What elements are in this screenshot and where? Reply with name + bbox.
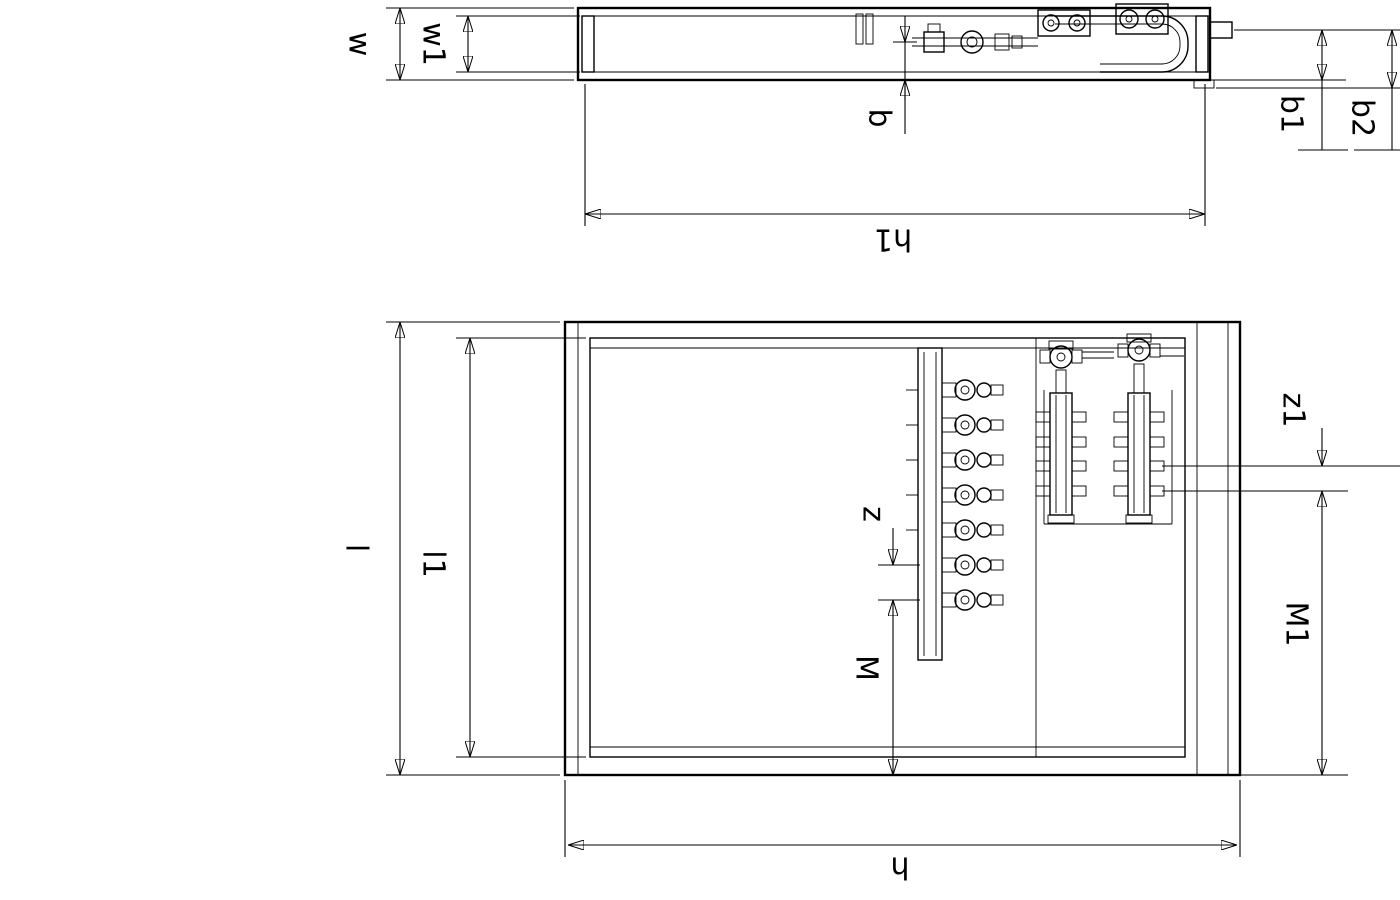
dim-w: w: [342, 7, 574, 81]
ball-valve-part: [1134, 345, 1144, 355]
ball-valve-part: [1133, 363, 1145, 394]
mid-bracket: [865, 13, 874, 45]
top-view-dimensions: w w1 b b1 b2: [342, 7, 1400, 257]
manifold-blocks-top-view-part: [1042, 14, 1060, 32]
manifold-assembly-part: [1125, 514, 1153, 524]
ball-valve-part: [1055, 369, 1067, 394]
dim-z: z: [856, 506, 920, 601]
pump-group-top-view: [912, 23, 1038, 54]
manifold-blocks-top-view-part: [1037, 9, 1091, 37]
ball-valve: [1039, 340, 1083, 394]
inner-box: [589, 337, 1186, 758]
dim-label-b: b: [862, 108, 897, 127]
manifold-bar: [1049, 392, 1073, 516]
valve-lever: [927, 23, 941, 33]
dim-label-h: h: [890, 850, 909, 885]
left-wall-hatch: [581, 15, 595, 73]
dim-label-M1: M1: [1279, 602, 1314, 647]
pump-group-top-view-part: [1011, 35, 1023, 49]
valve-rows-part: [905, 519, 1004, 541]
manifold-assembly-part: [1113, 436, 1165, 448]
valve-rows-part: [905, 449, 1004, 471]
manifold-blocks-top-view-part: [1151, 15, 1159, 23]
manifold-assembly-part: [1113, 411, 1165, 423]
dim-label-z1: z1: [1276, 393, 1311, 428]
dim-w1: w1: [416, 15, 580, 73]
dim-label-l1: l1: [416, 550, 451, 577]
manifold-blocks-top-view-part: [1145, 9, 1165, 29]
manifold-blocks-top-view-part: [1125, 15, 1133, 23]
manifold-blocks-top-view-part: [1068, 14, 1086, 32]
dim-label-l: l: [339, 544, 374, 552]
valve-rows: [905, 379, 1004, 611]
valve-rows-part: [905, 484, 1004, 506]
pump-group-top-view-part: [966, 36, 978, 48]
cabinet-front-frame: [563, 320, 1242, 777]
dim-M1: M1: [1240, 491, 1348, 776]
pipe-bend-top-view-part: [1055, 15, 1189, 73]
manifold-assembly-part: [1047, 514, 1075, 524]
ball-valve-part: [1149, 343, 1161, 358]
mounting-foot: [1193, 79, 1215, 89]
dim-b: b: [862, 16, 917, 134]
dim-l1: l1: [416, 337, 586, 758]
manifold-assembly: [1035, 333, 1184, 525]
pump-group-top-view-part: [994, 33, 1010, 51]
right-wall-hatch: [1195, 15, 1209, 73]
dim-l: l: [339, 321, 560, 776]
pipe-stub: [1209, 21, 1233, 39]
dim-label-b2: b2: [1345, 99, 1380, 137]
manifold-bar: [1127, 392, 1151, 516]
valve-rail-part: [917, 347, 943, 661]
dim-h: h: [564, 780, 1241, 885]
dim-M: M: [849, 600, 894, 775]
dim-label-h1: h1: [874, 222, 912, 257]
cabinet-top-view-body-part: [576, 6, 1212, 82]
dim-h1: h1: [584, 84, 1206, 257]
manifold-blocks-top-view-part: [1047, 19, 1055, 27]
manifold-assembly-part: [1035, 485, 1087, 497]
cabinet-front-frame-part: [563, 320, 1242, 777]
manifold-blocks-top-view-part: [1073, 19, 1081, 27]
valve-body: [923, 31, 945, 53]
manifold-assembly-part: [1113, 485, 1165, 497]
ball-valve-part: [1126, 333, 1152, 343]
valve-rows-part: [905, 379, 1004, 401]
valve-rows-part: [905, 554, 1004, 576]
valve-rows-part: [905, 414, 1004, 436]
dim-label-M: M: [849, 655, 884, 681]
manifold-blocks-top-view-part: [1115, 3, 1169, 35]
valve-rail: [917, 347, 943, 661]
dim-label-w1: w1: [416, 22, 451, 66]
ball-valve-part: [1039, 349, 1051, 364]
front-view-dimensions: l l1 z M z1 M1: [339, 321, 1400, 885]
ball-valve: [1117, 333, 1161, 394]
dim-z1: z1: [1162, 393, 1400, 492]
ball-valve-part: [1056, 352, 1066, 362]
manifold-blocks-top-view: [1037, 3, 1169, 37]
ball-valve-part: [1071, 349, 1083, 364]
front-view: [563, 320, 1242, 777]
ball-valve-part: [1048, 340, 1074, 350]
dim-b2: b2: [1216, 30, 1400, 151]
dim-label-z: z: [856, 506, 891, 522]
manifold-assembly-part: [1035, 411, 1087, 423]
mid-bracket: [855, 13, 864, 45]
top-view: [576, 3, 1233, 89]
dim-b1: b1: [1212, 29, 1400, 151]
ball-valve-part: [1117, 343, 1129, 358]
dim-label-b1: b1: [1274, 95, 1309, 133]
manifold-blocks-top-view-part: [1119, 9, 1139, 29]
valve-rows-part: [905, 589, 1004, 611]
dim-label-w: w: [342, 32, 377, 57]
manifold-assembly-part: [1113, 460, 1165, 472]
union-nut: [960, 30, 984, 54]
manifold-assembly-part: [1035, 460, 1087, 472]
manifold-assembly-part: [1035, 436, 1087, 448]
